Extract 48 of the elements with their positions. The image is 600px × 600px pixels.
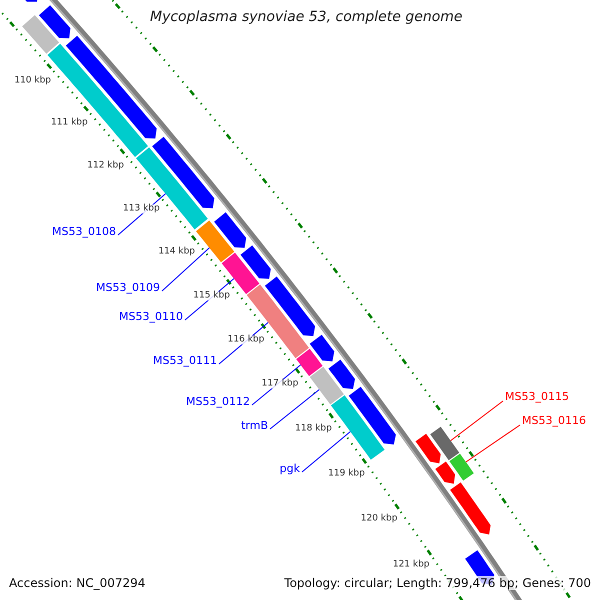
gene-bar [430,426,460,460]
scale-label: 115 kbp [193,291,230,300]
gene-bar [214,212,246,248]
gene-bar [449,454,474,481]
scale-label: 111 kbp [51,118,88,128]
leader-line [465,424,520,462]
leader-line [270,389,320,430]
gene-bar [240,245,271,279]
gene-bar [328,360,355,389]
genome-info-text: Topology: circular; Length: 799,476 bp; Genes: 700 [284,576,591,590]
gene-label: trmB [241,420,268,431]
scale-label: 112 kbp [87,161,124,170]
leader-line [162,247,210,292]
scale-label: 114 kbp [158,247,196,256]
gene-bar [416,434,441,464]
gene-bar [348,386,396,444]
scale-label: 116 kbp [228,335,264,344]
gene-bar [435,462,456,484]
scale-label: 117 kbp [262,380,298,388]
gene-bar [310,334,334,362]
gene-label: pgk [280,463,300,474]
gene-bar [450,482,491,534]
gene-label: MS53_0116 [522,415,586,426]
scale-label: 121 kbp [392,560,430,570]
scale-label: 118 kbp [295,424,332,434]
accession-text: Accession: NC_007294 [9,576,146,590]
gene-bar [296,348,323,376]
gene-bar [196,220,234,262]
gene-label: MS53_0110 [119,311,183,322]
scale-label: 120 kbp [360,514,398,524]
scale-label: 110 kbp [14,76,52,86]
title: Mycoplasma synoviae 53, complete genome [150,10,463,24]
gene-bar [330,395,385,460]
scale-label: 119 kbp [328,469,365,478]
gene-bar [310,366,344,404]
scale-label: 113 kbp [123,204,160,213]
gene-bar [22,15,60,54]
gene-label: MS53_0115 [505,391,569,402]
gene-bar [66,36,157,138]
gene-bar [264,276,316,336]
leader-line [450,400,504,442]
gene-label: MS53_0109 [96,282,160,293]
gene-bar [38,5,70,38]
gene-label: MS53_0111 [153,355,217,366]
gene-bar [246,284,309,358]
gene-label: MS53_0108 [52,226,116,237]
leader-line [302,431,351,472]
gene-label: MS53_0112 [186,396,250,407]
